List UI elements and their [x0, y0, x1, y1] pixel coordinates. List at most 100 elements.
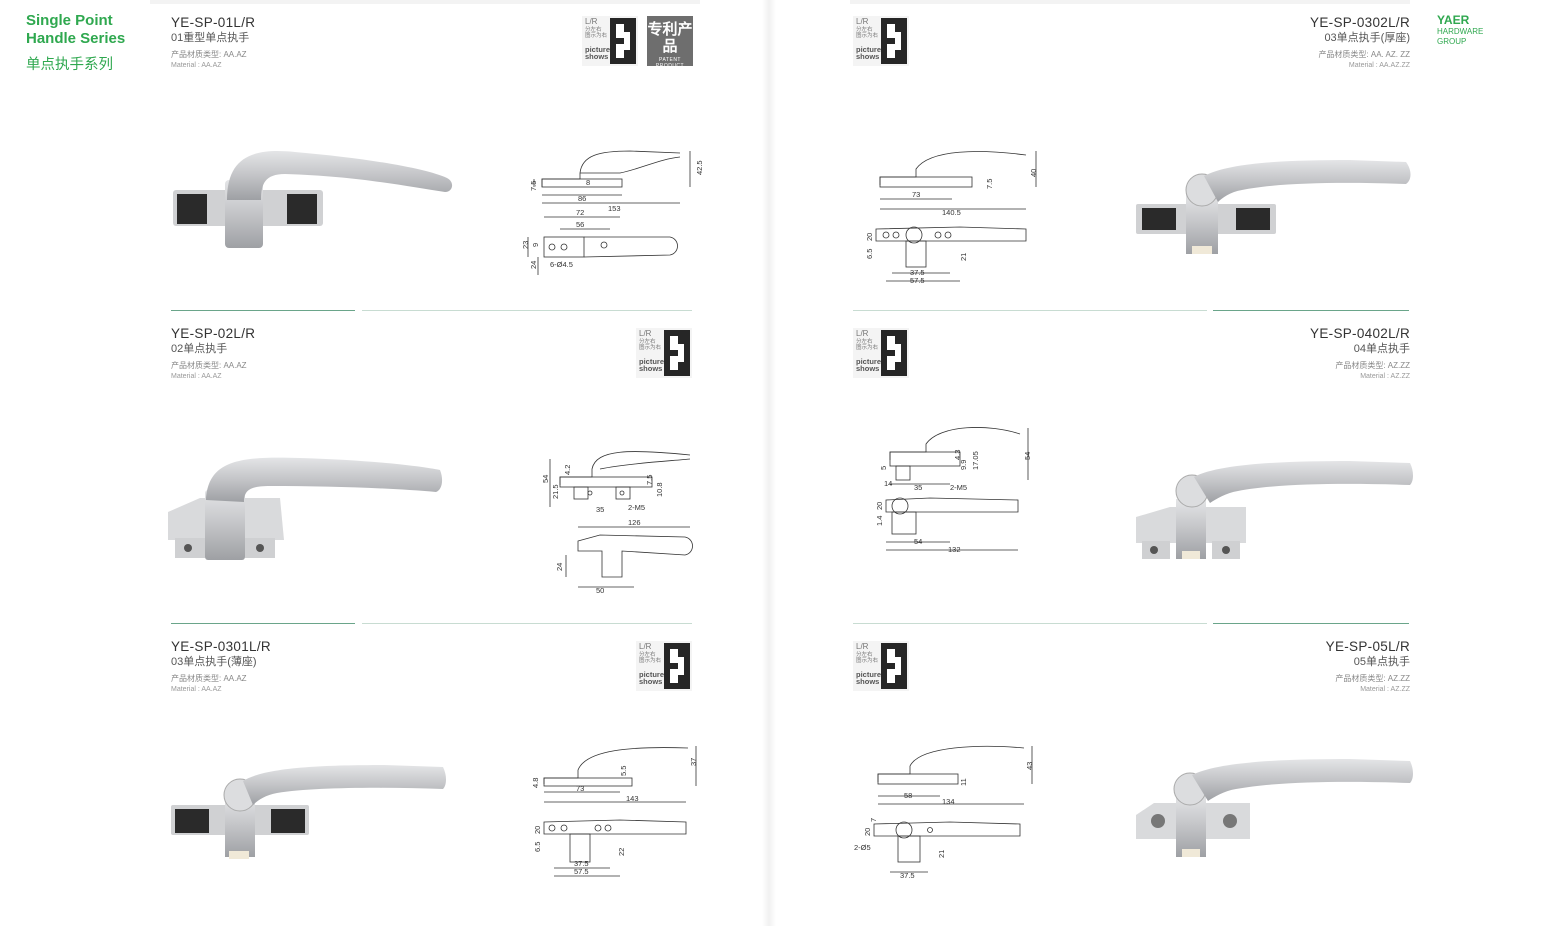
- section-divider: [171, 623, 355, 624]
- product-photo-0402: [1136, 461, 1413, 559]
- product-info-0302: YE-SP-0302L/R 03单点执手(厚座) 产品材质类型: AA. AZ.…: [1170, 14, 1410, 71]
- dim-label: 35: [596, 505, 604, 514]
- dim-label: 20: [865, 233, 874, 241]
- dim-label: 5.5: [619, 766, 628, 776]
- tech-drawing-0301: 4.8 5.5 37 73 143 20 6.5 37.5 57.5 22: [531, 746, 698, 877]
- dim-label: 2-Ø5: [854, 843, 871, 852]
- dim-label: 126: [628, 518, 641, 527]
- badge-cn1: 分左右: [856, 339, 873, 345]
- section-divider: [171, 310, 355, 311]
- product-name-cn: 03单点执手(厚座): [1324, 32, 1410, 44]
- dim-label: 37.5: [574, 859, 589, 868]
- product-photo-0301: [171, 765, 446, 859]
- badge-lr: L/R: [856, 329, 869, 338]
- material-cn: 产品材质类型: AA. AZ. ZZ: [1318, 50, 1410, 59]
- lr-badge: L/R 分左右 图示为右 picture shows: [853, 641, 909, 691]
- series-title-line2: Handle Series: [26, 30, 126, 47]
- dim-label: 1.4: [875, 516, 884, 526]
- product-code: YE-SP-0402L/R: [1310, 326, 1410, 341]
- dim-label: 7.5: [645, 475, 654, 485]
- top-rule-right: [850, 0, 1410, 4]
- dim-label: 134: [942, 797, 955, 806]
- badge-lr: L/R: [639, 642, 652, 651]
- badge-cn1: 分左右: [639, 339, 656, 345]
- dim-label: 6-Ø4.5: [550, 260, 573, 269]
- lr-badge: L/R 分左右 图示为右 picture shows: [853, 16, 909, 66]
- dim-label: 21: [937, 850, 946, 858]
- dim-label: 20: [533, 826, 542, 834]
- badge-cn2: 图示为右: [856, 658, 879, 664]
- material-cn: 产品材质类型: AZ.ZZ: [1335, 361, 1410, 370]
- tech-drawing-05: 11 43 58 134 20 7 2-Ø5 21 37.5: [854, 745, 1034, 880]
- dim-label: 8: [586, 178, 590, 187]
- badge-cn2: 图示为右: [639, 345, 662, 351]
- dim-label: 24: [529, 261, 538, 269]
- dim-label: 43: [1025, 762, 1034, 770]
- dim-label: 37.5: [900, 871, 915, 880]
- badge-en2: shows: [639, 364, 663, 373]
- material-cn: 产品材质类型: AA.AZ: [171, 674, 247, 683]
- dim-label: 10.8: [655, 482, 664, 497]
- product-info-0301: YE-SP-0301L/R 03单点执手(薄座) 产品材质类型: AA.AZ M…: [171, 638, 411, 695]
- material-cn: 产品材质类型: AA.AZ: [171, 361, 247, 370]
- badge-lr: L/R: [856, 17, 869, 26]
- material-cn: 产品材质类型: AA.AZ: [171, 50, 247, 59]
- lr-badge: L/R 分左右 图示为右 picture shows: [582, 16, 638, 66]
- badge-en2: shows: [856, 364, 880, 373]
- dim-label: 7.5: [529, 181, 538, 191]
- material-en: Material : AZ.ZZ: [1360, 686, 1410, 693]
- dim-label: 20: [863, 828, 872, 836]
- material-en: Material : AA.AZ: [171, 62, 222, 69]
- dim-label: 143: [626, 794, 639, 803]
- badge-cn2: 图示为右: [639, 658, 662, 664]
- product-info-02: YE-SP-02L/R 02单点执手 产品材质类型: AA.AZ Materia…: [171, 325, 411, 382]
- material-en: Material : AA.AZ: [171, 686, 222, 693]
- dim-label: 17.05: [971, 451, 980, 470]
- product-code: YE-SP-01L/R: [171, 15, 256, 30]
- dim-label: 35: [914, 483, 922, 492]
- badge-cn1: 分左右: [856, 27, 873, 33]
- badge-en2: shows: [585, 52, 609, 61]
- dim-label: 2-M5: [628, 503, 645, 512]
- tech-drawing-02: 54 4.2 21.5 7.5 10.8 35 2-M5 126 24 50: [541, 451, 693, 595]
- badge-cn2: 图示为右: [856, 33, 879, 39]
- brand-name: YAER: [1437, 13, 1470, 27]
- dim-label: 6.5: [533, 842, 542, 852]
- dim-label: 57.5: [910, 276, 925, 285]
- product-info-05: YE-SP-05L/R 05单点执手 产品材质类型: AZ.ZZ Materia…: [1170, 638, 1410, 695]
- dim-label: 50: [596, 586, 604, 595]
- badge-en1: picture: [856, 45, 882, 54]
- dim-label: 7.5: [985, 179, 994, 189]
- product-name-cn: 04单点执手: [1353, 343, 1410, 355]
- dim-label: 57.5: [574, 867, 589, 876]
- dim-label: 9: [531, 243, 540, 247]
- dim-label: 6.5: [865, 249, 874, 259]
- dim-label: 86: [578, 194, 586, 203]
- product-photo-01: [173, 151, 453, 248]
- dim-label: 58: [904, 791, 912, 800]
- product-code: YE-SP-0302L/R: [1310, 15, 1410, 30]
- page-gutter: [762, 0, 776, 926]
- dim-label: 4.2: [563, 465, 572, 475]
- series-title: Single Point Handle Series: [26, 12, 125, 48]
- section-divider: [853, 623, 1207, 624]
- section-divider: [1213, 623, 1409, 624]
- product-photo-02: [168, 457, 443, 560]
- section-divider: [362, 623, 692, 624]
- badge-lr: L/R: [639, 329, 652, 338]
- dim-label: 20: [875, 502, 884, 510]
- dim-label: 21: [959, 253, 968, 261]
- badge-en2: shows: [639, 677, 663, 686]
- section-divider: [853, 310, 1207, 311]
- series-title-cn: 单点执手系列: [26, 57, 113, 73]
- badge-en1: picture: [585, 45, 611, 54]
- dim-label: 54: [914, 537, 922, 546]
- brand-logo: YAER HARDWARE GROUP: [1437, 13, 1483, 47]
- badge-en1: picture: [639, 357, 665, 366]
- badge-cn1: 分左右: [639, 652, 656, 658]
- patent-cn: 专利产品: [647, 21, 693, 55]
- product-info-0402: YE-SP-0402L/R 04单点执手 产品材质类型: AZ.ZZ Mater…: [1170, 325, 1410, 382]
- badge-lr: L/R: [856, 642, 869, 651]
- top-rule-left: [150, 0, 700, 4]
- dim-label: 42.5: [695, 160, 704, 175]
